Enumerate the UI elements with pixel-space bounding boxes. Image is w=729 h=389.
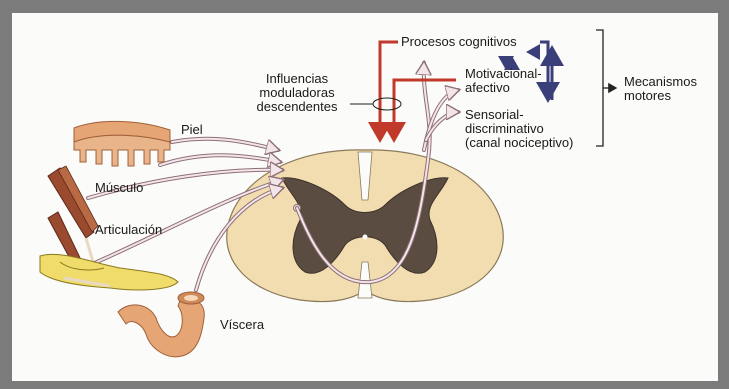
spinal-cord-section [227,150,504,302]
label-motor-line1: Mecanismos [624,75,697,89]
motor-bracket [596,30,616,146]
central-canal [363,235,368,240]
label-cognitive: Procesos cognitivos [401,35,517,49]
label-motivational-line2: afectivo [465,81,542,95]
label-influences: Influencias moduladoras descendentes [242,72,352,114]
label-motor-line2: motores [624,89,697,103]
label-viscera: Víscera [220,318,264,332]
label-influences-line2: moduladoras [242,86,352,100]
skin-illustration [74,121,170,166]
label-motivational-line1: Motivacional- [465,67,542,81]
label-sensory-line3: (canal nociceptivo) [465,136,573,150]
modulation-ring [373,98,401,110]
label-sensory-line1: Sensorial- [465,108,573,122]
label-motor: Mecanismos motores [624,75,697,103]
label-muscle: Músculo [95,181,143,195]
label-skin: Piel [181,123,203,137]
label-motivational: Motivacional- afectivo [465,67,542,95]
label-joint: Articulación [95,223,162,237]
descending-pathways [350,42,456,140]
label-influences-line1: Influencias [242,72,352,86]
label-sensory-line2: discriminativo [465,122,573,136]
label-influences-line3: descendentes [242,100,352,114]
label-sensory: Sensorial- discriminativo (canal nocicep… [465,108,573,150]
viscera-illustration [118,292,204,357]
